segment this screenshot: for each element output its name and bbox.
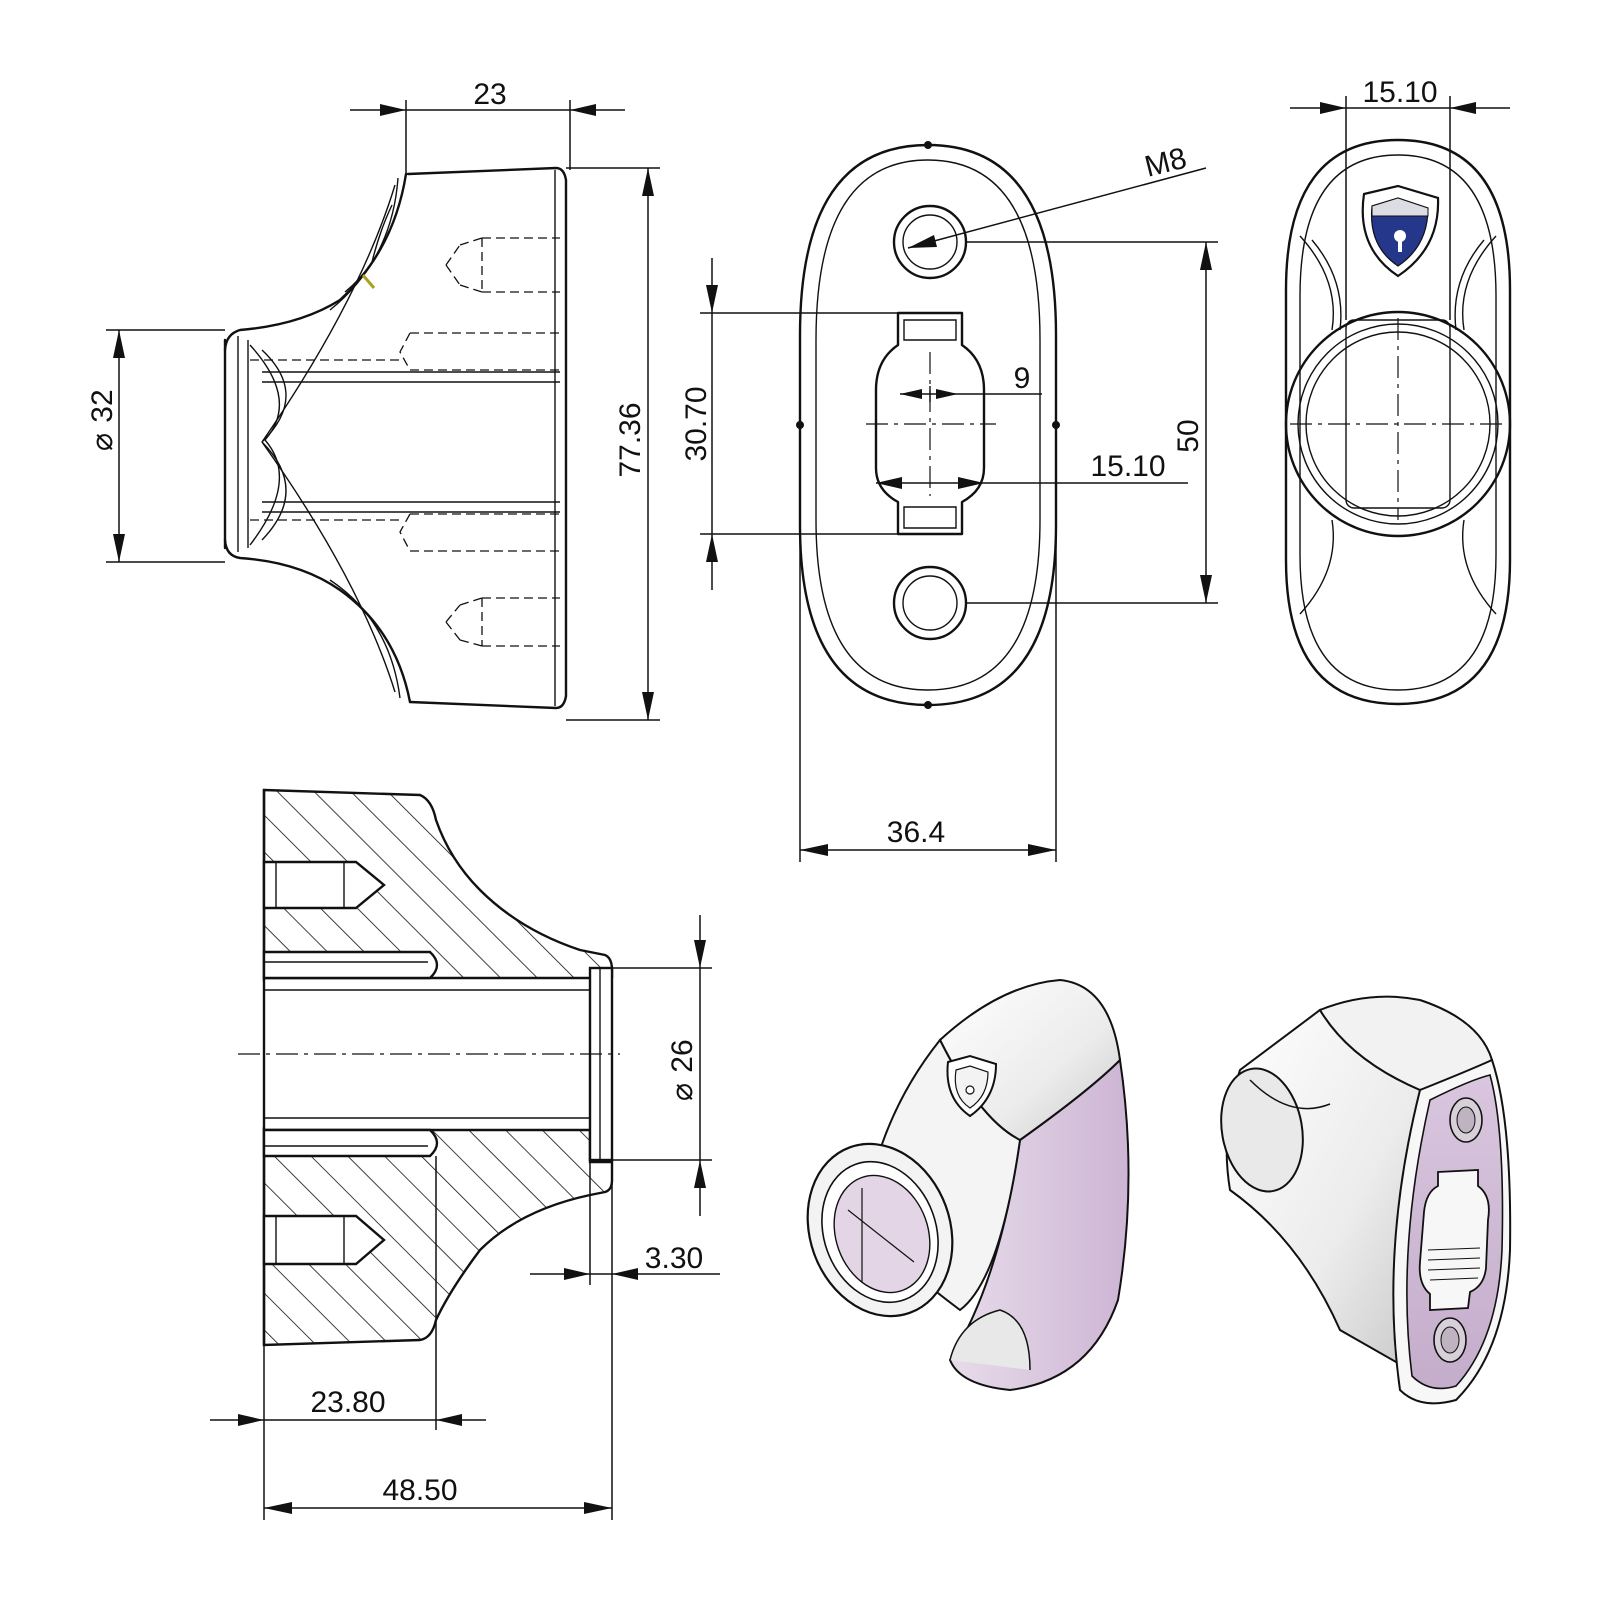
section-view-dimensions: ⌀ 26 3.30 23.80 48.50 <box>210 915 720 1520</box>
side-view <box>223 166 568 710</box>
dim-section-bore-diameter: 26 <box>666 1039 699 1072</box>
dim-section-lip-depth: 3.30 <box>645 1242 703 1275</box>
rear-view-dimensions: 15.10 <box>1290 76 1510 320</box>
dim-rear-top-width: 15.10 <box>1362 76 1437 109</box>
dim-front-slot-outer-width: 15.10 <box>1090 450 1165 483</box>
shield-logo-icon <box>1361 184 1440 278</box>
dim-front-hole-thread: M8 <box>1141 142 1189 184</box>
dim-front-hole-spacing: 50 <box>1172 419 1205 452</box>
diameter-symbol: ⌀ <box>86 433 119 451</box>
dim-side-top-width: 23 <box>473 78 506 111</box>
diameter-symbol-section: ⌀ <box>666 1083 699 1101</box>
section-view <box>238 788 620 1347</box>
dim-side-left-diameter: 32 <box>86 389 119 422</box>
rear-view <box>1284 138 1512 706</box>
front-view-dimensions: M8 50 30.70 9 15.10 36.4 <box>680 142 1218 862</box>
dim-front-slot-inner-width: 9 <box>1014 362 1031 395</box>
dim-front-slot-height: 30.70 <box>680 386 713 461</box>
dim-side-height: 77.36 <box>614 402 647 477</box>
dim-front-overall-width: 36.4 <box>887 816 945 849</box>
dim-section-overall-length: 48.50 <box>382 1474 457 1507</box>
dim-section-partial-length: 23.80 <box>310 1386 385 1419</box>
front-view <box>796 141 1060 709</box>
side-view-dimensions: 23 77.36 ⌀ 32 <box>86 78 660 721</box>
isometric-render-front <box>806 978 1130 1392</box>
isometric-render-rear <box>1220 995 1512 1405</box>
